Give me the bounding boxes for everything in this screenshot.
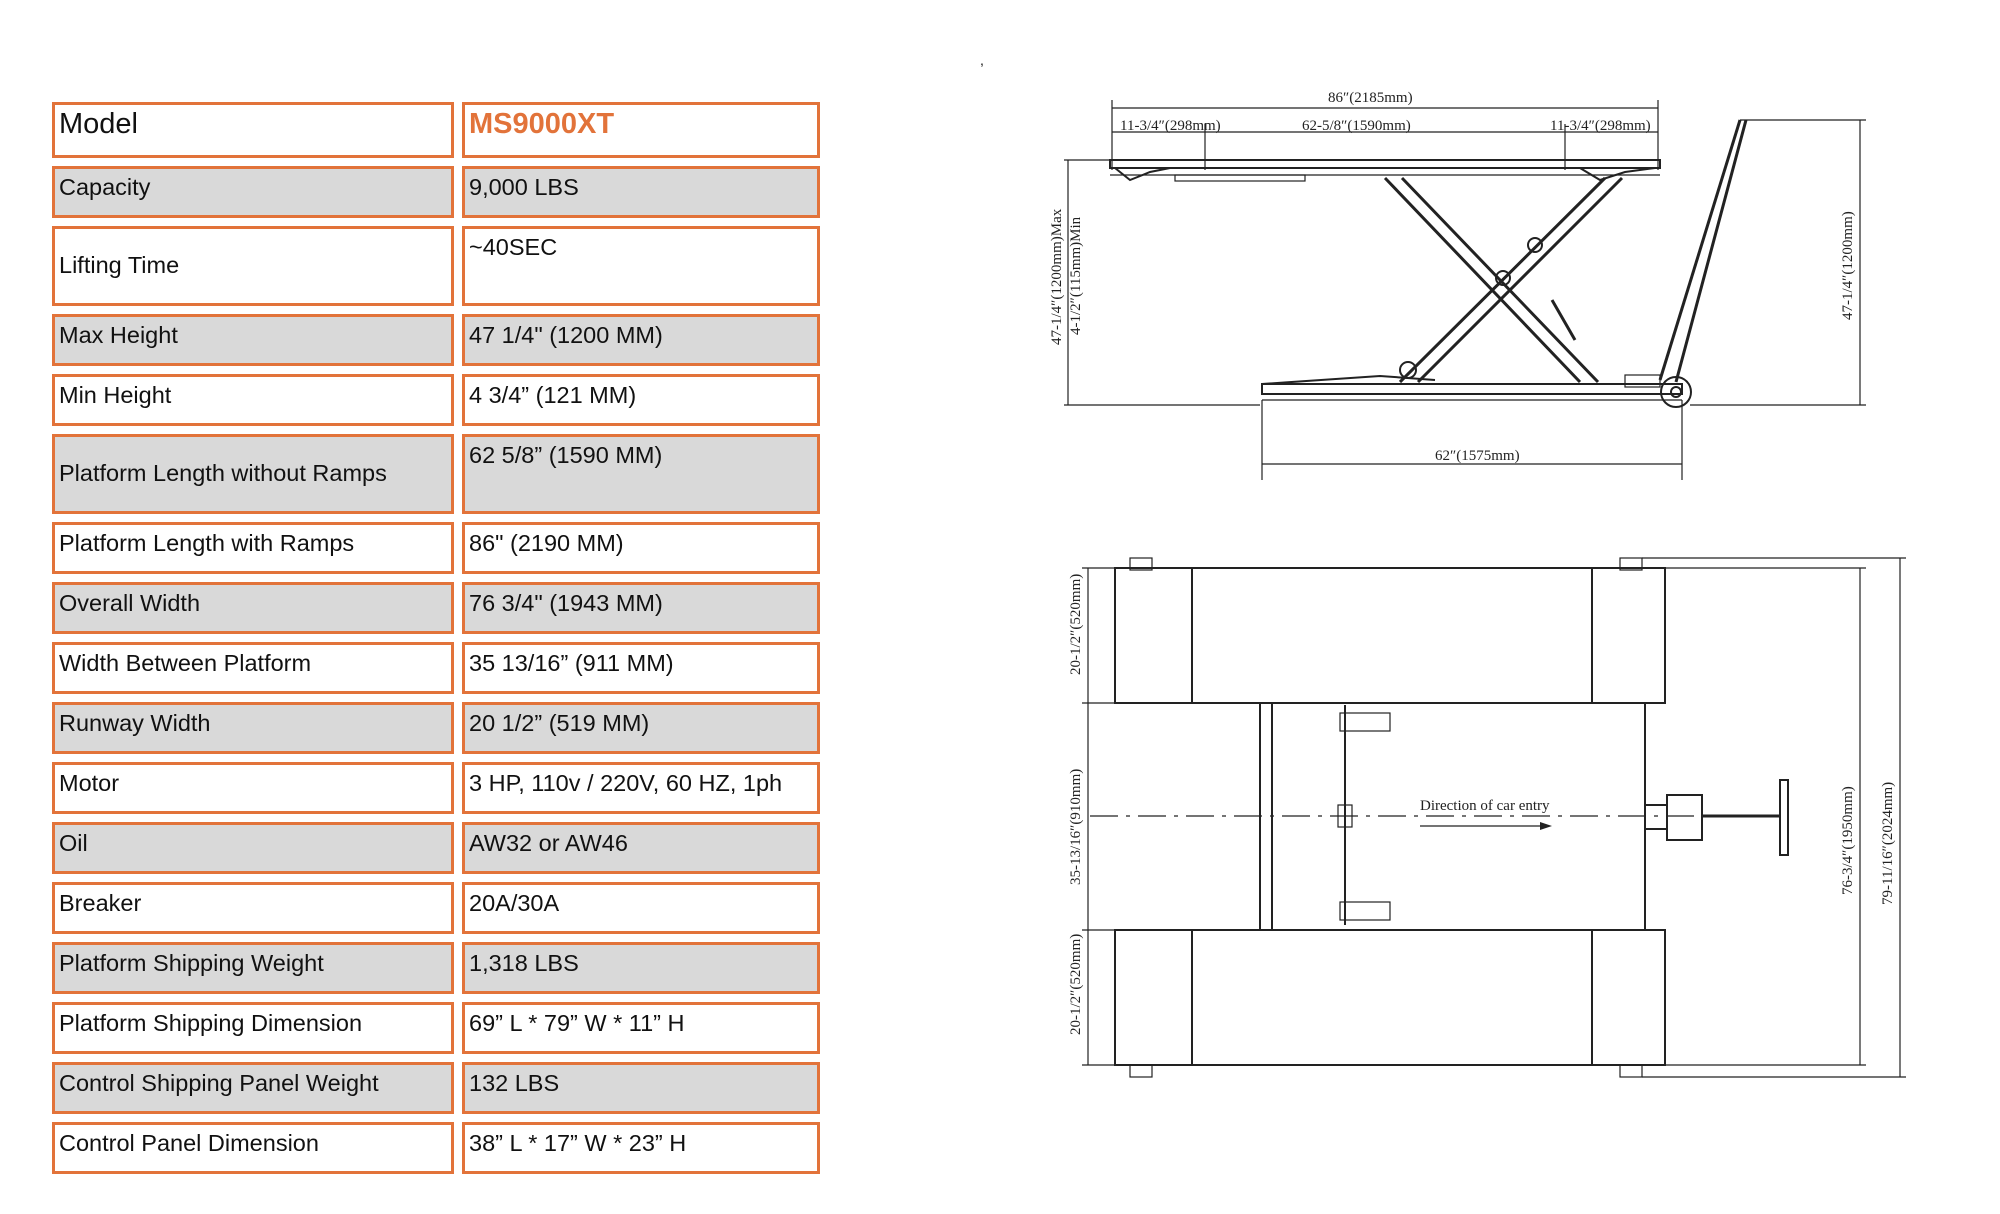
spec-value: 9,000 LBS — [462, 166, 820, 218]
stray-mark: , — [980, 52, 984, 68]
spec-label: Control Panel Dimension — [52, 1122, 454, 1174]
spec-value: 76 3/4" (1943 MM) — [462, 582, 820, 634]
dim-base-length: 62″(1575mm) — [1435, 448, 1520, 464]
spec-value: 62 5/8” (1590 MM) — [462, 434, 820, 514]
spec-value: 69” L * 79” W * 11” H — [462, 1002, 820, 1054]
spec-label: Oil — [52, 822, 454, 874]
dim-between: 35-13/16″(910mm) — [1068, 769, 1084, 885]
spec-row: Lifting Time~40SEC — [52, 226, 820, 306]
spec-label: Breaker — [52, 882, 454, 934]
dim-platform-length: 62-5/8″(1590mm) — [1302, 118, 1411, 134]
side-view-drawing: 86″(2185mm) 11-3/4″(298mm) 62-5/8″(1590m… — [1049, 90, 1866, 480]
spec-label: Lifting Time — [52, 226, 454, 306]
dim-max-height: 47-1/4″(1200mm)Max — [1049, 208, 1065, 345]
dim-handle-height: 47-1/4″(1200mm) — [1840, 211, 1856, 320]
spec-value: ~40SEC — [462, 226, 820, 306]
dim-right-ramp: 11-3/4″(298mm) — [1550, 118, 1651, 134]
spec-label: Overall Width — [52, 582, 454, 634]
spec-label: Width Between Platform — [52, 642, 454, 694]
spec-label: Min Height — [52, 374, 454, 426]
dim-runway-right: 20-1/2″(520mm) — [1068, 934, 1084, 1035]
spec-value: 38” L * 17” W * 23” H — [462, 1122, 820, 1174]
spec-label: Model — [52, 102, 454, 158]
model-value: MS9000XT — [462, 102, 820, 158]
dim-min-height: 4-1/2″(115mm)Min — [1068, 216, 1084, 335]
spec-value: 132 LBS — [462, 1062, 820, 1114]
spec-value: 4 3/4” (121 MM) — [462, 374, 820, 426]
spec-value: 35 13/16” (911 MM) — [462, 642, 820, 694]
spec-value: 47 1/4" (1200 MM) — [462, 314, 820, 366]
dim-overall-width: 79-11/16″(2024mm) — [1880, 782, 1896, 905]
dim-runway-left: 20-1/2″(520mm) — [1068, 574, 1084, 675]
spec-label: Max Height — [52, 314, 454, 366]
spec-label: Control Shipping Panel Weight — [52, 1062, 454, 1114]
spec-label: Platform Length without Ramps — [52, 434, 454, 514]
spec-value: 86" (2190 MM) — [462, 522, 820, 574]
spec-label: Platform Length with Ramps — [52, 522, 454, 574]
spec-value: 20 1/2” (519 MM) — [462, 702, 820, 754]
spec-value: 20A/30A — [462, 882, 820, 934]
spec-label: Runway Width — [52, 702, 454, 754]
spec-value: AW32 or AW46 — [462, 822, 820, 874]
direction-label: Direction of car entry — [1420, 798, 1550, 814]
spec-value: 3 HP, 110v / 220V, 60 HZ, 1ph — [462, 762, 820, 814]
spec-label: Platform Shipping Weight — [52, 942, 454, 994]
dim-left-ramp: 11-3/4″(298mm) — [1120, 118, 1221, 134]
dim-overall-length: 86″(2185mm) — [1328, 90, 1413, 106]
top-view-drawing: Direction of car entry 20-1/2″(520mm) 35… — [1068, 557, 1906, 1078]
spec-value: 1,318 LBS — [462, 942, 820, 994]
spec-label: Capacity — [52, 166, 454, 218]
dim-inner-width: 76-3/4″(1950mm) — [1840, 786, 1856, 895]
spec-label: Platform Shipping Dimension — [52, 1002, 454, 1054]
spec-label: Motor — [52, 762, 454, 814]
